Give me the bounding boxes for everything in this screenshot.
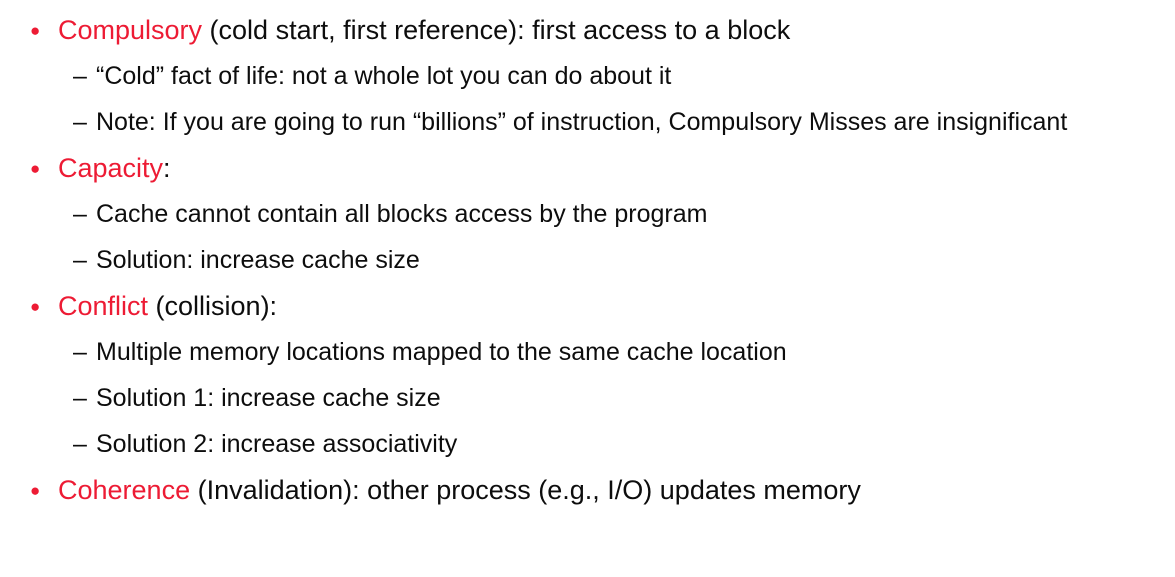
sub-bullet-item: –Cache cannot contain all blocks access … xyxy=(73,197,1137,232)
bullet-rest-text: (collision): xyxy=(148,291,278,321)
bullet-keyword: Conflict xyxy=(58,291,149,321)
bullet-dot-icon: ● xyxy=(30,21,41,40)
bullet-text: Conflict (collision): xyxy=(58,289,1137,324)
sub-bullet-item: –Note: If you are going to run “billions… xyxy=(73,105,1137,140)
bullet-item: ● Coherence (Invalidation): other process… xyxy=(30,473,1137,508)
bullet-text: Solution: increase cache size xyxy=(96,246,420,274)
bullet-text: Note: If you are going to run “billions”… xyxy=(96,108,1068,136)
bullet-dot-icon: ● xyxy=(30,159,41,178)
sub-bullet-item: –Solution 2: increase associativity xyxy=(73,427,1137,462)
bullet-text: Cache cannot contain all blocks access b… xyxy=(96,200,708,228)
sub-bullet-item: –Multiple memory locations mapped to the… xyxy=(73,335,1137,370)
bullet-item: ● Capacity: xyxy=(30,151,1137,186)
bullet-dot-icon: ● xyxy=(30,297,41,316)
bullet-rest-text: (cold start, first reference): first acc… xyxy=(202,15,791,45)
bullet-keyword: Capacity xyxy=(58,153,164,183)
sub-bullet-item: –Solution: increase cache size xyxy=(73,243,1137,278)
bullet-rest-text: (Invalidation): other process (e.g., I/O… xyxy=(190,475,861,505)
sub-bullet-item: –Solution 1: increase cache size xyxy=(73,381,1137,416)
dash-icon: – xyxy=(73,200,87,228)
bullet-text: “Cold” fact of life: not a whole lot you… xyxy=(96,62,672,90)
bullet-keyword: Compulsory xyxy=(58,15,203,45)
bullet-text: Compulsory (cold start, first reference)… xyxy=(58,13,1137,48)
bullet-text: Solution 1: increase cache size xyxy=(96,384,441,412)
dash-icon: – xyxy=(73,108,87,136)
bullet-rest-text: : xyxy=(163,153,171,183)
bullet-item: ● Compulsory (cold start, first reference… xyxy=(30,13,1137,48)
dash-icon: – xyxy=(73,384,87,412)
bullet-dot-icon: ● xyxy=(30,481,41,500)
bullet-keyword: Coherence xyxy=(58,475,191,505)
bullet-text: Solution 2: increase associativity xyxy=(96,430,458,458)
dash-icon: – xyxy=(73,246,87,274)
bullet-text: Multiple memory locations mapped to the … xyxy=(96,338,787,366)
dash-icon: – xyxy=(73,62,87,90)
bullet-text: Coherence (Invalidation): other process … xyxy=(58,473,1137,508)
bullet-list: ● Compulsory (cold start, first reference… xyxy=(30,13,1137,508)
bullet-item: ● Conflict (collision): xyxy=(30,289,1137,324)
dash-icon: – xyxy=(73,338,87,366)
sub-bullet-item: –“Cold” fact of life: not a whole lot yo… xyxy=(73,59,1137,94)
bullet-text: Capacity: xyxy=(58,151,1137,186)
dash-icon: – xyxy=(73,430,87,458)
